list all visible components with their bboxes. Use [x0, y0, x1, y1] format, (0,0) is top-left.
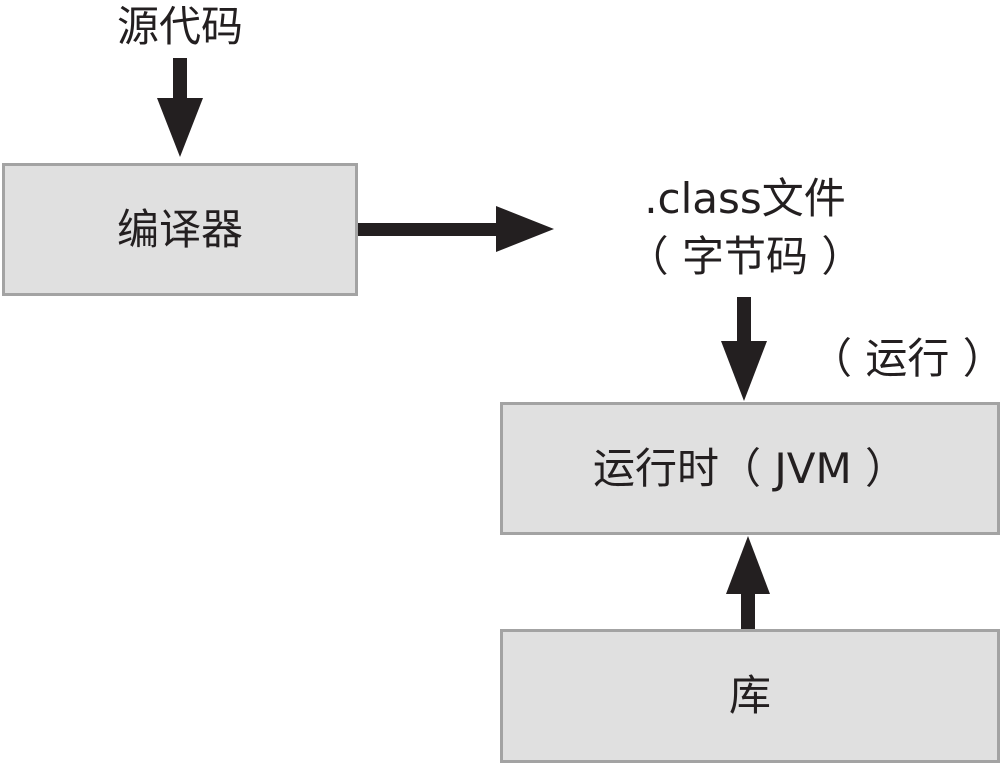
arrow-library-to-runtime: [726, 536, 770, 630]
compiler-box: 编译器: [2, 163, 358, 296]
class-file-label: .class文件: [644, 174, 846, 223]
arrow-class-file-to-runtime: [721, 297, 767, 401]
runtime-jvm-box: 运行时（ JVM ）: [500, 402, 1000, 535]
arrow-source-to-compiler: [157, 58, 203, 157]
runtime-jvm-label: 运行时（ JVM ）: [592, 443, 908, 493]
bytecode-label: （ 字节码 ）: [626, 232, 864, 281]
library-box: 库: [500, 629, 1000, 763]
arrow-compiler-to-class-file: [358, 206, 554, 252]
compiler-label: 编译器: [116, 204, 243, 254]
source-code-label: 源代码: [116, 2, 243, 51]
library-label: 库: [728, 671, 771, 720]
run-label: （ 运行 ）: [810, 334, 1000, 383]
